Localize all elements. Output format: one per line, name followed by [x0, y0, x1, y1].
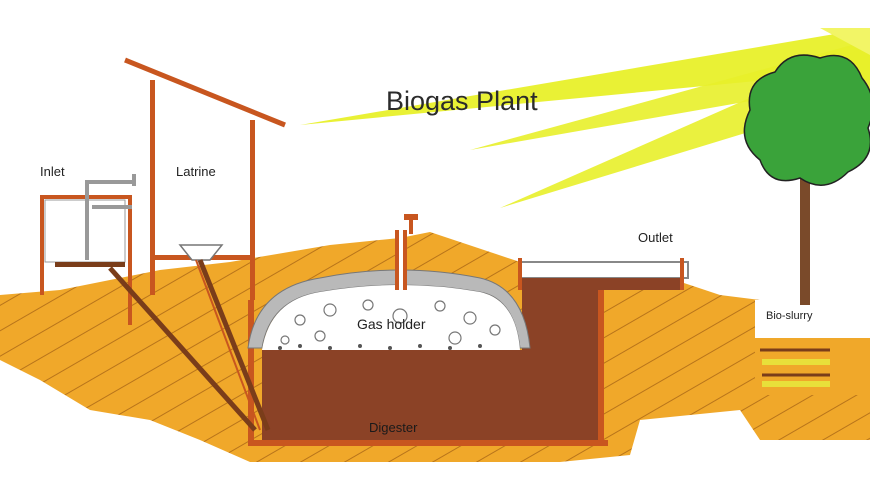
digester-tank [248, 290, 608, 446]
bio-slurry-pit [755, 300, 870, 395]
label-bio-slurry: Bio-slurry [766, 310, 813, 322]
latrine-structure [124, 57, 286, 431]
tree [743, 54, 870, 305]
label-outlet: Outlet [638, 230, 673, 245]
slurry-bubbles [278, 344, 482, 350]
label-digester: Digester [369, 420, 418, 435]
gas-holder-dome [247, 269, 531, 350]
label-gas-holder: Gas holder [357, 316, 426, 332]
diagram-title: Biogas Plant [386, 86, 538, 116]
label-latrine: Latrine [176, 164, 216, 179]
gas-pipe [395, 214, 418, 290]
label-inlet: Inlet [40, 164, 65, 179]
inlet-structure [40, 174, 257, 432]
